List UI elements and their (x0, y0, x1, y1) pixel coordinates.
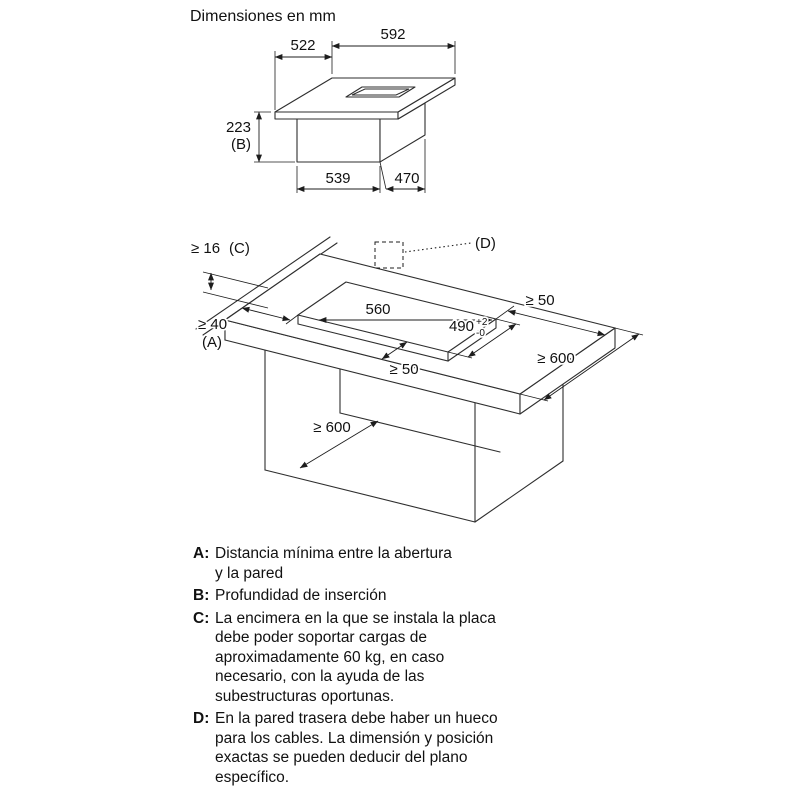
hob-dimensions: 522 592 223 (B) 539 470 (224, 24, 456, 193)
dim-wall-distance: ≥ 40 (198, 316, 227, 333)
dim-tol-minus: -0 (476, 328, 485, 339)
worktop-dimensions: ≥ 16 (C) ≥ 40 (A) 560 490 +2 -0 ≥ 50 ≥ 5… (189, 238, 644, 469)
dim-cutout-depth: 490 (449, 318, 474, 335)
legend-entry-c: C: La encimera en la que se instala la p… (193, 609, 623, 707)
legend-line: La encimera en la que se instala la plac… (215, 609, 496, 627)
dim-base-width: 539 (325, 170, 350, 187)
legend-entry-a: A: Distancia mínima entre la abertura y … (193, 544, 623, 583)
dim-counter-depth: ≥ 600 (537, 350, 574, 367)
dim-insertion-key: (B) (231, 136, 251, 153)
dim-wall-distance-key: (A) (202, 334, 222, 351)
legend-line: subestructuras oportunas. (215, 687, 395, 705)
dim-front-clearance: ≥ 50 (389, 361, 418, 378)
dim-tol-plus: +2 (476, 317, 488, 328)
page-title: Dimensiones en mm (190, 8, 336, 25)
cable-hole: (D) (374, 233, 498, 269)
cable-hole-dashed-rect (374, 241, 404, 269)
legend-line: En la pared trasera debe haber un hueco (215, 710, 498, 727)
legend-line: Distancia mínima entre la abertura (215, 545, 452, 562)
worktop-drawing: (D) ≥ 16 (C) ≥ 40 (A) 560 490 +2 -0 (189, 233, 644, 523)
worktop (224, 253, 616, 415)
hob-body (274, 77, 456, 163)
dim-cabinet-depth: ≥ 600 (313, 419, 350, 436)
legend-line: específico. (215, 768, 290, 786)
dim-insertion-depth: 223 (226, 119, 251, 136)
dim-side-clearance: ≥ 50 (525, 292, 554, 309)
legend-key-b: B: (193, 587, 210, 604)
hob-slab-front-face (274, 111, 399, 120)
dim-thickness: ≥ 16 (191, 240, 220, 257)
dim-cutout-width: 560 (365, 301, 390, 318)
legend-line: Profundidad de inserción (215, 587, 387, 604)
legend-key-d: D: (193, 710, 210, 727)
cable-hole-leader (404, 242, 472, 253)
installation-diagram: Dimensiones en mm 522 592 (189, 8, 644, 523)
legend-line: debe poder soportar cargas de (215, 629, 427, 646)
legend-entry-d: D: En la pared trasera debe haber un hue… (193, 709, 623, 787)
legend-line: aproximadamente 60 kg, en caso (215, 648, 445, 666)
legend-entry-b: B: Profundidad de inserción (193, 586, 623, 606)
dim-hob-width: 592 (380, 26, 405, 43)
hob-base-front-face (296, 118, 381, 163)
cabinet (264, 349, 564, 523)
dim-hob-depth: 522 (290, 37, 315, 54)
legend-line: para los cables. La dimensión y posición (215, 729, 494, 747)
cable-hole-key: (D) (475, 235, 496, 252)
legend-key-c: C: (193, 609, 210, 627)
dim-base-depth: 470 (394, 170, 419, 187)
vent-grille-inner (351, 88, 410, 96)
legend: A: Distancia mínima entre la abertura y … (193, 544, 623, 790)
legend-line: necesario, con la ayuda de las (215, 668, 425, 685)
dim-thickness-key: (C) (229, 240, 250, 257)
hob-drawing: 522 592 223 (B) 539 470 (224, 24, 456, 193)
legend-key-a: A: (193, 545, 210, 562)
legend-line: y la pared (215, 564, 284, 582)
legend-line: exactas se pueden deducir del plano (215, 749, 468, 766)
